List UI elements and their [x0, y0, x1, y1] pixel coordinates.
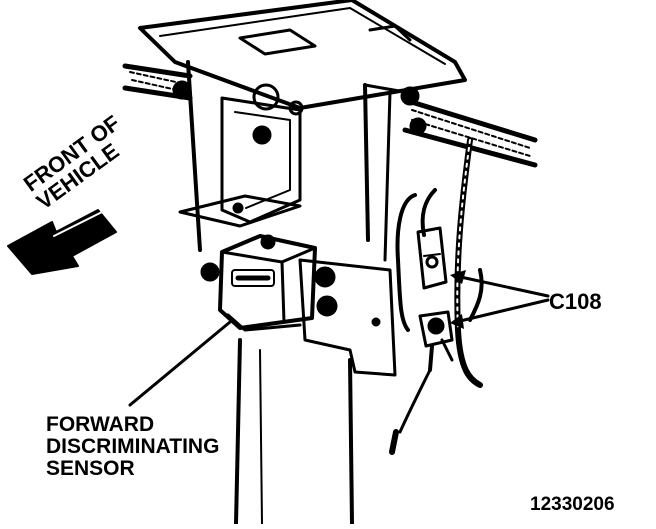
upper-panel: [138, 0, 467, 110]
wiring-harness: [395, 137, 484, 388]
sensor-label-line2: DISCRIMINATING: [46, 435, 220, 458]
sensor-label-line3: SENSOR: [46, 457, 135, 480]
connector-c108-label: C108: [549, 289, 602, 314]
figure-number: 12330206: [530, 494, 615, 515]
sensor-label-line1: FORWARD: [46, 413, 155, 436]
upper-bracket: [178, 83, 304, 228]
front-direction-arrow: [7, 209, 117, 275]
mounting-plate: [298, 258, 397, 377]
c108-connector-lower: [389, 310, 454, 455]
support-post: [186, 60, 407, 526]
forward-sensor-body: [200, 234, 317, 332]
left-frame-rail: [122, 63, 193, 101]
leader-lines: [128, 274, 550, 407]
c108-arrowheads: [450, 270, 466, 329]
c108-connector-upper: [416, 226, 448, 290]
forward-discriminating-sensor-label: FORWARD DISCRIMINATING SENSOR: [46, 414, 219, 480]
